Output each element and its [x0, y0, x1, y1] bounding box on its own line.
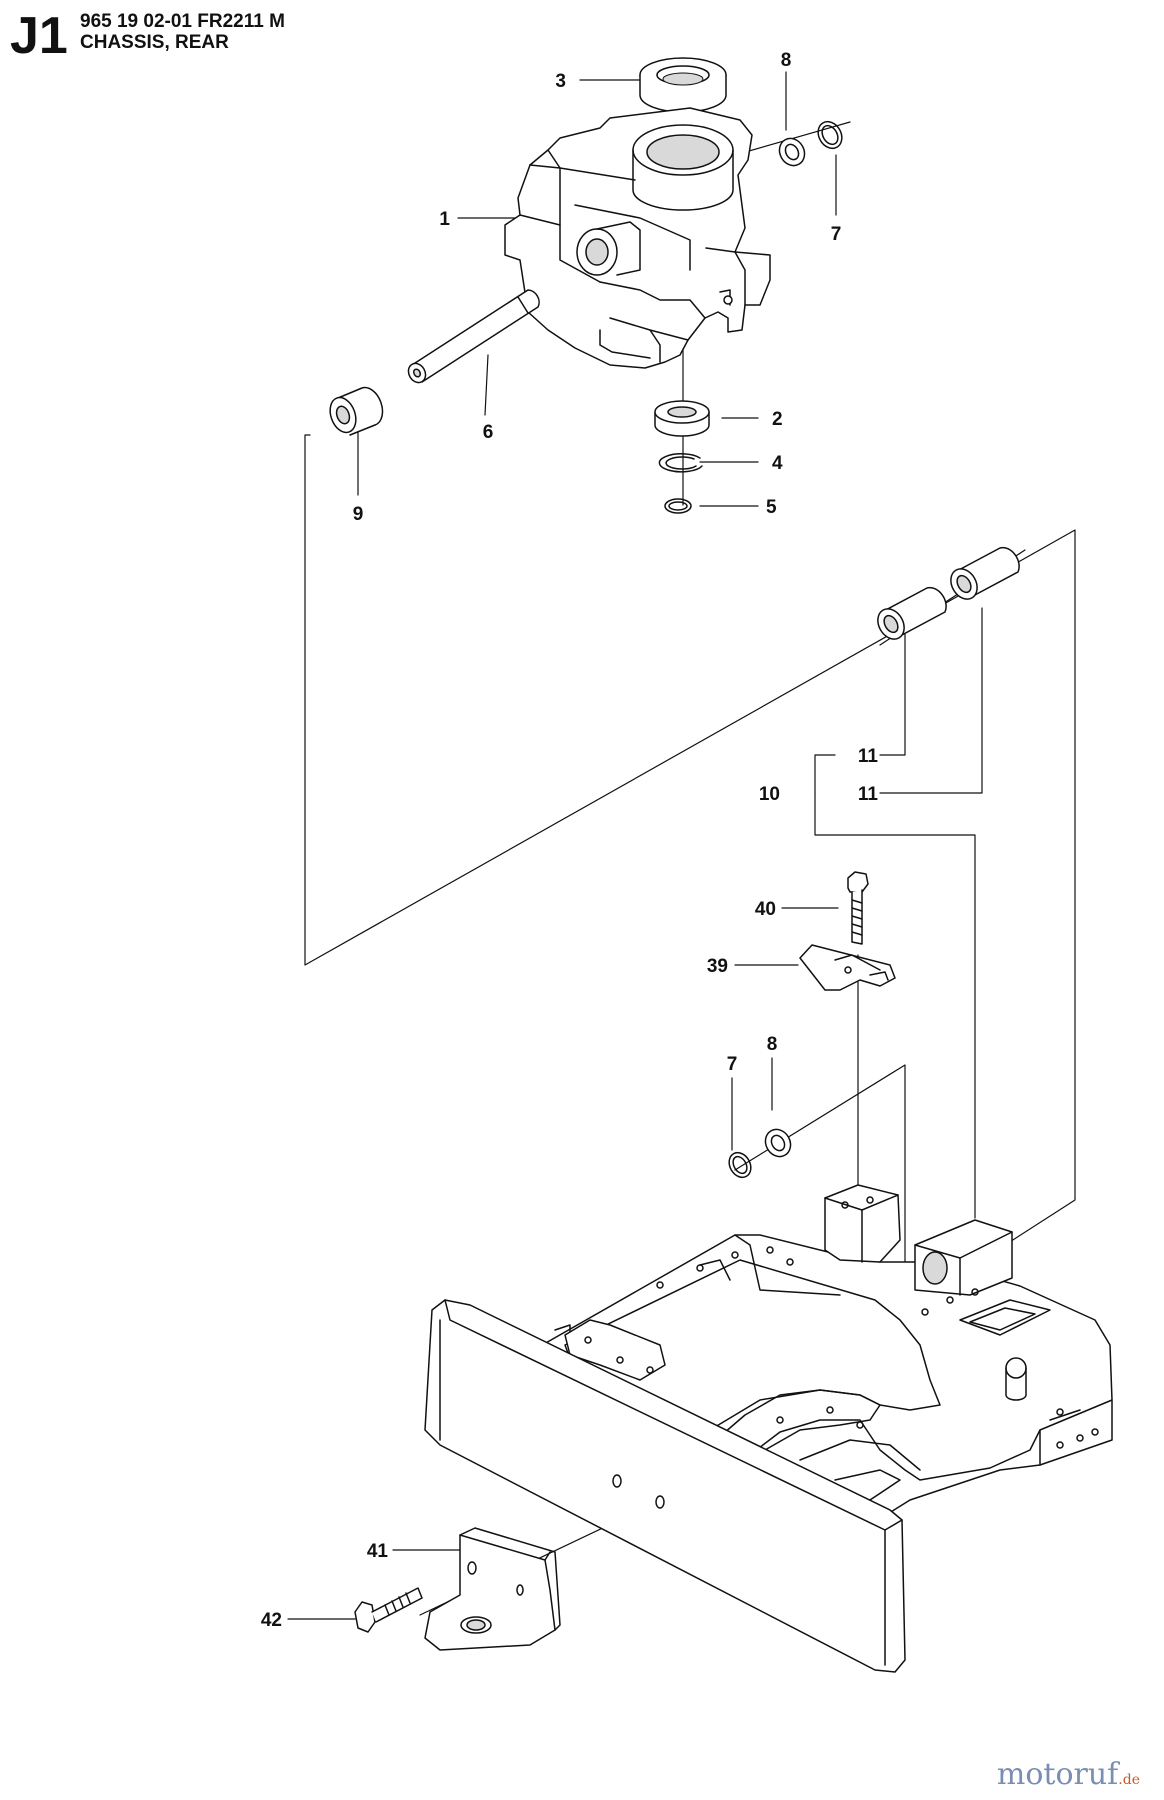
part-10-chassis: [424, 1184, 1113, 1673]
part-41-hitch-plate: [424, 1527, 561, 1651]
page-code: J1: [10, 7, 68, 65]
part-7-circlip-upper: [817, 120, 843, 150]
watermark-tld: .de: [1118, 1772, 1140, 1788]
callout-11-a: 11: [858, 746, 879, 767]
callout-10: 10: [759, 784, 780, 805]
callout-2: 2: [772, 409, 783, 430]
part-39-bracket: [799, 944, 896, 991]
part-6-pin: [407, 289, 540, 384]
part-8-washer-lower: [764, 1128, 792, 1158]
part-1-housing: [504, 107, 771, 369]
callout-7-lower: 7: [727, 1054, 738, 1075]
part-number-line: 965 19 02-01 FR2211 M: [80, 11, 285, 32]
section-title: CHASSIS, REAR: [80, 32, 229, 53]
callout-11-b: 11: [858, 784, 879, 805]
callout-3: 3: [555, 71, 566, 92]
part-3-seal: [639, 57, 727, 113]
callout-1: 1: [439, 209, 450, 230]
callout-8-upper: 8: [781, 50, 792, 71]
callout-6: 6: [483, 422, 494, 443]
callout-labels: 3 8 7 1 6 2 4 5 9 11 10 11 40 39 7 8 41 …: [261, 50, 879, 1631]
part-11-bushing-b: [950, 546, 1020, 600]
callout-4: 4: [772, 453, 783, 474]
part-11-bushing-a: [877, 586, 947, 640]
watermark: motoruf.de: [997, 1757, 1140, 1792]
part-42-hitch-bolt: [354, 1587, 423, 1633]
callout-39: 39: [707, 956, 728, 977]
part-4-circlip: [658, 453, 703, 473]
part-9-sleeve: [329, 386, 384, 436]
callout-7-upper: 7: [831, 224, 842, 245]
callout-9: 9: [353, 504, 364, 525]
leader-lines: [287, 71, 839, 1620]
callout-8-lower: 8: [767, 1034, 778, 1055]
part-7-circlip-lower: [728, 1151, 752, 1179]
part-5-ring: [664, 498, 692, 514]
watermark-name: motoruf: [996, 1757, 1119, 1792]
callout-42: 42: [261, 1610, 282, 1631]
callout-40: 40: [755, 899, 776, 920]
part-8-washer-upper: [778, 137, 806, 167]
part-2-bearing: [654, 400, 710, 437]
callout-5: 5: [766, 497, 777, 518]
part-40-bolt: [847, 871, 869, 945]
callout-41: 41: [367, 1541, 389, 1562]
